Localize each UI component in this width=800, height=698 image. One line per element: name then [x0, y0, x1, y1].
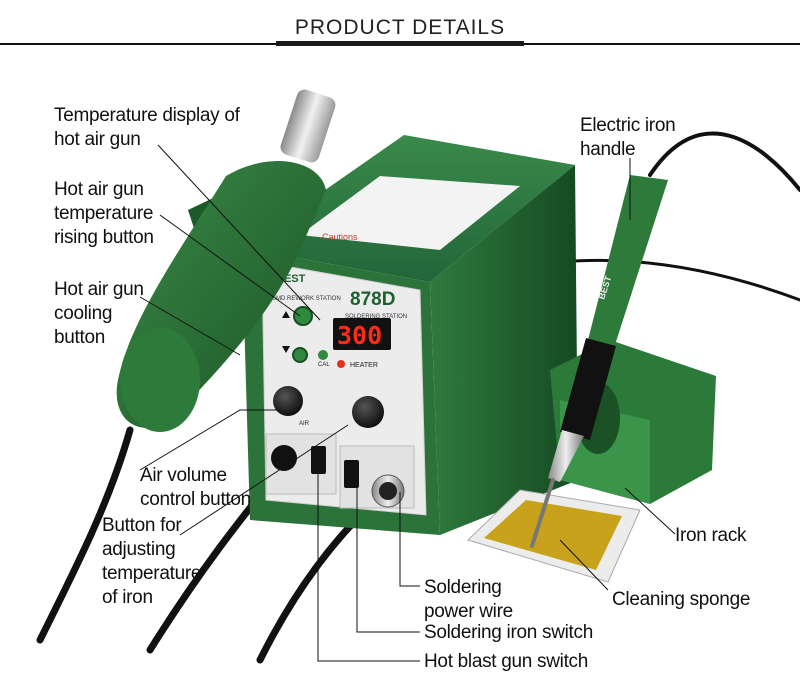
- temperature-display: [333, 318, 391, 350]
- down-arrow-icon: [282, 346, 290, 353]
- iron-handle: [588, 175, 668, 348]
- callout-rising: [159, 214, 301, 317]
- label-iron-handle: Electric iron handle: [580, 115, 676, 160]
- air-volume-knob: [273, 386, 303, 416]
- gun-cable-port: [271, 445, 297, 471]
- heater-indicator: [337, 360, 345, 368]
- up-arrow-icon: [282, 311, 290, 318]
- air-label: AIR: [299, 421, 310, 427]
- temp-up-button: [293, 306, 313, 326]
- label-iron-rack: Iron rack: [675, 525, 747, 546]
- hot-air-gun: [116, 89, 336, 432]
- label-temp-display: Temperature display of hot air gun: [54, 105, 240, 150]
- iron-grip: [560, 338, 616, 440]
- label-iron-temp: Button for adjusting temperature of iron: [102, 515, 202, 608]
- iron-barrel: [548, 430, 584, 482]
- soldering-iron: BEST: [530, 175, 668, 548]
- iron-tip: [530, 478, 555, 548]
- cleaning-sponge: [484, 500, 622, 570]
- caution-text: Cautions: [322, 232, 358, 242]
- panel-right-title: SOLDERING STATION: [345, 314, 407, 320]
- front-panel-controls: BEST 878D SMD REWORK STATION SOLDERING S…: [265, 273, 415, 509]
- rear-cable: [558, 258, 800, 302]
- hot-blast-gun-switch: [311, 446, 326, 474]
- callout-sponge: [559, 539, 609, 591]
- header-accent-bar: [276, 41, 524, 46]
- station-side: [430, 165, 578, 535]
- label-cooling-button: Hot air gun cooling button: [54, 279, 144, 348]
- header-divider-left: [0, 43, 276, 45]
- gun-nozzle: [280, 89, 336, 163]
- label-cleaning-sponge: Cleaning sponge: [612, 589, 751, 610]
- panel-left-title: SMD REWORK STATION: [272, 296, 341, 302]
- temperature-display-value: 300: [337, 321, 382, 350]
- callout-lines: [139, 144, 676, 662]
- iron-cable-port-inner: [379, 482, 397, 500]
- soldering-iron-switch: [344, 460, 359, 488]
- cal-label: CAL: [318, 362, 330, 368]
- header-divider-right: [524, 43, 800, 45]
- callout-air-volume: [139, 409, 280, 471]
- callout-soldering-wire: [399, 492, 420, 587]
- label-rising-button: Hot air gun temperature rising button: [54, 179, 154, 248]
- callout-iron-temp: [179, 424, 349, 536]
- iron-temp-knob: [352, 396, 384, 428]
- caution-sticker: [300, 176, 520, 250]
- hot-air-gun-cable: [36, 426, 134, 644]
- iron-handle-cable: [648, 131, 800, 192]
- callout-temp-display: [157, 144, 321, 321]
- page-title: PRODUCT DETAILS: [294, 16, 506, 39]
- model-number: 878D: [350, 289, 395, 310]
- callout-cooling: [139, 296, 241, 356]
- cal-button: [318, 350, 328, 360]
- label-blast-switch: Hot blast gun switch: [424, 651, 589, 672]
- temp-down-button: [292, 347, 308, 363]
- callout-iron-switch: [356, 484, 420, 633]
- label-air-volume: Air volume control button: [140, 465, 251, 510]
- label-iron-switch: Soldering iron switch: [424, 622, 594, 643]
- gun-grip: [120, 328, 200, 432]
- heater-label: HEATER: [350, 362, 378, 369]
- callout-iron-rack: [624, 487, 676, 535]
- label-soldering-wire: Soldering power wire: [424, 577, 513, 622]
- header: PRODUCT DETAILS: [0, 0, 800, 50]
- callout-blast-switch: [317, 474, 420, 662]
